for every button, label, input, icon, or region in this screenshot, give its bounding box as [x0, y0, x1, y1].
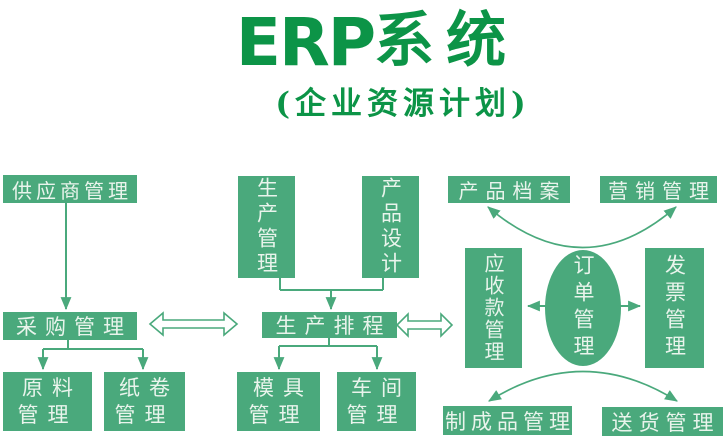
branch-scheduling-children	[279, 338, 377, 347]
node-label: 产品档案	[458, 179, 567, 203]
double-arrow-scheduling-receivables	[395, 312, 454, 338]
node-product-archive: 产品档案	[448, 176, 570, 203]
branch-production-design-join	[279, 278, 384, 291]
node-label: 送货管理	[611, 410, 720, 435]
node-label: 制成品管理	[445, 409, 575, 434]
node-label: 发票管理	[662, 254, 687, 362]
page-title: ERP系统	[0, 0, 726, 81]
title-cjk: 系统	[374, 6, 519, 76]
node-label: 纸卷 管理	[114, 375, 179, 427]
node-label: 采购管理	[16, 315, 132, 339]
node-label: 车间 管理	[346, 375, 411, 427]
node-label: 产品设计	[378, 177, 403, 277]
node-label: 营销管理	[608, 179, 716, 203]
node-paper-roll-management: 纸卷 管理	[104, 372, 185, 431]
node-accounts-receivable-management: 应收款管理	[465, 248, 522, 368]
node-marketing-management: 营销管理	[600, 176, 717, 203]
node-purchasing-management: 采购管理	[3, 312, 137, 340]
node-label: 生产管理	[254, 177, 279, 277]
node-product-design: 产品设计	[362, 176, 419, 278]
node-production-management: 生产管理	[238, 176, 295, 278]
node-label: 模具 管理	[248, 375, 313, 427]
node-production-scheduling: 生产排程	[262, 312, 397, 338]
node-raw-material-management: 原料 管理	[3, 372, 92, 431]
title-latin: ERP	[235, 4, 376, 81]
node-finished-goods-management: 制成品管理	[443, 406, 572, 435]
node-order-management: 订单管理	[545, 250, 621, 366]
node-label: 订单管理	[571, 254, 595, 362]
node-label: 原料 管理	[17, 375, 82, 427]
node-invoice-management: 发票管理	[645, 248, 704, 368]
node-delivery-management: 送货管理	[602, 407, 723, 436]
page-subtitle: (企业资源计划)	[275, 86, 531, 122]
node-mold-management: 模具 管理	[237, 372, 320, 431]
curved-arrow-order-to-finished-delivery	[488, 370, 678, 402]
node-workshop-management: 车间 管理	[337, 372, 416, 431]
branch-purchasing-children	[43, 340, 143, 350]
node-label: 生产排程	[275, 314, 392, 338]
node-label: 供应商管理	[12, 178, 132, 203]
double-arrow-purchasing-scheduling	[148, 311, 239, 337]
node-supplier-management: 供应商管理	[3, 175, 137, 203]
curved-arrow-order-to-archive-marketing	[487, 206, 677, 249]
node-label: 应收款管理	[481, 253, 505, 363]
